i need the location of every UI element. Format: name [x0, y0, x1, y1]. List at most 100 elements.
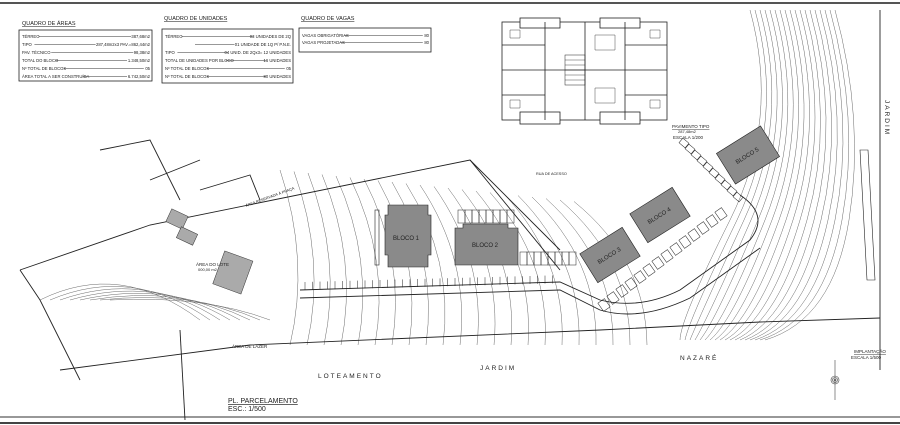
parking-stall	[506, 209, 515, 224]
contour-line	[109, 298, 271, 321]
jardim-label: JARDIM	[480, 365, 516, 372]
parking-stall	[633, 270, 647, 284]
parking-stall	[687, 228, 701, 242]
parcelamento-scale: ESC.: 1/500	[228, 406, 266, 413]
svg-text:BLOCO 2: BLOCO 2	[472, 243, 499, 249]
contour-line	[405, 183, 446, 346]
contour-line	[39, 283, 201, 321]
row-value: 16 UNIDADES	[264, 58, 292, 63]
contour-line	[89, 295, 251, 321]
contour-line	[704, 9, 789, 341]
row-label: Nº TOTAL DE BLOCOS	[165, 66, 209, 71]
parking-stall	[561, 251, 570, 266]
table-row: Nº TOTAL DE BLOCOS 05	[165, 66, 292, 71]
table-row: 01 UNIDADE DE 1Q P/ P.N.E.	[195, 42, 291, 47]
contour-line	[489, 192, 546, 346]
contour-line	[531, 196, 597, 346]
parking-stall	[478, 209, 487, 224]
parking-stall	[464, 209, 473, 224]
parking-stall	[708, 167, 720, 179]
table-row: Nº TOTAL DE BLOCOS 05	[22, 66, 151, 71]
contour-line	[684, 9, 767, 341]
row-mid: 287,48m2x3 PAV.=	[96, 42, 132, 47]
parking-stall	[678, 235, 692, 249]
floor-plan-drawing	[501, 17, 668, 125]
row-value: 01 UNIDADE DE 1Q P/ P.N.E.	[235, 42, 291, 47]
row-value: 05	[145, 66, 150, 71]
table-row: VAGAS PROJETADAS 80	[302, 40, 430, 45]
parking-stall	[554, 251, 563, 266]
site-boundary	[19, 10, 881, 421]
contour-line	[729, 9, 816, 341]
parking-stall	[624, 277, 638, 291]
parking-stall	[615, 284, 629, 298]
contour-line	[679, 9, 762, 341]
contour-line	[349, 177, 380, 346]
row-value: 04 UNID. DE 2Qx3= 12 UNIDADES	[225, 50, 292, 55]
contour-line	[699, 9, 783, 341]
table-row: TIPO 04 UNID. DE 2Qx3= 12 UNIDADES	[165, 50, 291, 55]
parking-stall	[526, 251, 535, 266]
row-value: 6.742,50m2	[128, 74, 151, 79]
svg-text:BLOCO 1: BLOCO 1	[393, 236, 420, 242]
row-label: TIPO	[165, 50, 176, 55]
contour-line	[503, 193, 563, 346]
parking-stall	[533, 251, 542, 266]
parking-stall	[732, 191, 744, 203]
parking-stall	[726, 185, 738, 197]
contour-line	[99, 297, 261, 321]
area-lazer-label: ÁREA DE LAZER	[232, 343, 268, 349]
parking-stall	[651, 256, 665, 270]
row-label: TOTAL DO BLOCO	[22, 58, 59, 63]
retaining-wall-east	[859, 149, 876, 281]
contour-line	[754, 9, 844, 341]
contour-line	[749, 9, 838, 341]
parking-spaces	[304, 137, 744, 312]
row-label: Nº TOTAL DE BLOCOS	[22, 66, 66, 71]
floor-plan-area: 287,48m2	[678, 129, 697, 134]
parking-stall	[660, 249, 674, 263]
row-label: TIPO	[22, 42, 33, 47]
row-value: 80 UNIDADES	[264, 74, 292, 79]
table-row: TÉRREO 387,68m2	[22, 34, 151, 39]
table-title: QUADRO DE VAGAS	[301, 16, 355, 22]
contour-line	[279, 169, 299, 346]
contour-line	[433, 186, 479, 346]
contour-lines	[39, 9, 855, 346]
parking-stall	[690, 149, 702, 161]
row-value: 387,68m2	[131, 34, 150, 39]
jardim-vertical-label: JARDIM	[883, 100, 890, 136]
bloco-1: BLOCO 1	[384, 204, 432, 268]
parking-stall	[642, 263, 656, 277]
row-value: 80	[424, 40, 429, 45]
contour-line	[719, 9, 805, 341]
parking-stall	[597, 298, 611, 312]
contour-line	[734, 9, 821, 341]
row-label: TÉRREO	[165, 34, 183, 39]
north-arrow-icon	[830, 360, 840, 400]
row-value: 05	[286, 66, 291, 71]
contour-line	[79, 293, 241, 321]
contour-line	[335, 175, 363, 346]
parking-stall	[705, 214, 719, 228]
area-lote-value: 000,00 m2	[198, 267, 218, 272]
row-label: VAGAS PROJETADAS	[302, 40, 345, 45]
contour-line	[739, 9, 827, 341]
contour-line	[321, 174, 347, 346]
implantacao-scale: ESCALA 1/500	[851, 355, 882, 360]
contour-line	[573, 201, 648, 346]
contour-line	[694, 9, 778, 341]
row-label: TÉRREO	[22, 34, 40, 39]
parking-stall	[606, 291, 620, 305]
loteamento-label: LOTEAMENTO	[318, 373, 383, 380]
row-value: 98,38m2	[134, 50, 151, 55]
contour-line	[744, 9, 832, 341]
parking-stall	[696, 155, 708, 167]
